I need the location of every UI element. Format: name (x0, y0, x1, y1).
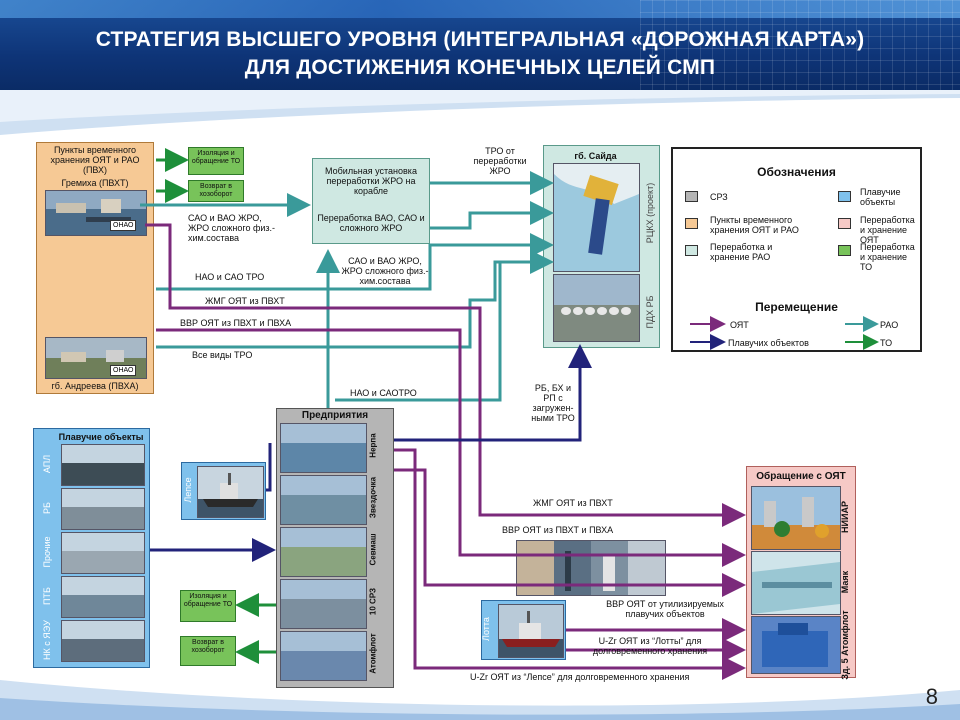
pdkh-rb-photo (553, 274, 640, 342)
label-vvr-right: ВВР ОЯТ из ПВХТ и ПВХА (502, 525, 614, 535)
return-economy-box-bottom: Возврат в хозоборот (180, 636, 236, 666)
label-nao-sao-tro-bottom: НАО и САОТРО (350, 388, 417, 398)
label-all-tro: Все виды ТРО (192, 350, 253, 360)
label-sao-vao-2: САО и ВАО ЖРО, ЖРО сложного физ.-хим.сос… (341, 256, 429, 286)
floating-object-photo (61, 576, 145, 618)
legend-storage: Пункты временного хранения ОЯТ и РАО (710, 215, 799, 235)
legend-oyat: Переработка и хранение ОЯТ (860, 215, 915, 245)
label-vvr-util: ВВР ОЯТ от утилизируемых плавучих объект… (606, 599, 724, 619)
enterprise-photo (280, 579, 367, 629)
decorative-swoosh-top (0, 90, 960, 135)
gremikha-label: Гремиха (ПВХТ) (61, 178, 129, 188)
label-zhmg-right: ЖМГ ОЯТ из ПВХТ (533, 498, 613, 508)
onao-tag-gremikha: ОНАО (110, 220, 137, 231)
legend-to: Переработка и хранение ТО (860, 242, 915, 272)
floating-object-photo (61, 444, 145, 486)
legend-swatch-oyat (838, 218, 851, 229)
page-number: 8 (925, 684, 938, 709)
label-sao-vao: САО и ВАО ЖРО, ЖРО сложного физ.-хим.сос… (188, 213, 276, 243)
legend-title: Обозначения (757, 165, 836, 179)
legend-swatch-to (838, 245, 851, 256)
storage-title: Пункты временного хранения ОЯТ и РАО (ПВ… (50, 145, 140, 175)
header-banner: СТРАТЕГИЯ ВЫСШЕГО УРОВНЯ (ИНТЕГРАЛЬНАЯ «… (0, 0, 960, 95)
label-uzr-lotta: U-Zr ОЯТ из “Лотты” для долговременного … (592, 636, 708, 656)
legend-mv-to: ТО (880, 338, 893, 348)
legend-srz: СРЗ (710, 192, 728, 202)
floating-object-photo (61, 488, 145, 530)
label-nao-sao-tro-top: НАО и САО ТРО (195, 272, 265, 282)
saida-title: гб. Сайда (574, 151, 617, 161)
andreeva-label: гб. Андреева (ПВХА) (51, 381, 139, 391)
legend-movement-title: Перемещение (755, 300, 838, 314)
label-tro-from: ТРО от переработки ЖРО (473, 146, 527, 176)
legend-swatch-storage (685, 218, 698, 229)
legend-mv-oyat: ОЯТ (730, 320, 749, 330)
onao-tag-andreeva: ОНАО (110, 365, 137, 376)
floating-object-photo (61, 532, 145, 574)
label-rb-bkh: РБ, БХ и РП с загружен-ными ТРО (531, 383, 575, 423)
page-title-line-2: ДЛЯ ДОСТИЖЕНИЯ КОНЕЧНЫХ ЦЕЛЕЙ СМП (244, 56, 716, 79)
niiar-photo (751, 486, 841, 550)
decorative-swoosh-bottom (0, 680, 960, 720)
mobile-unit-label-1: Мобильная установка переработки ЖРО на к… (325, 166, 417, 196)
mobile-unit-label-2: Переработка ВАО, САО и сложного ЖРО (317, 213, 425, 233)
legend-swatch-floating (838, 191, 851, 202)
return-economy-box-top: Возврат в хозоборот (188, 180, 244, 202)
enterprises-title: Предприятия (301, 410, 369, 421)
isolation-to-box-bottom: Изоляция и обращение ТО (180, 590, 236, 622)
legend-mv-rao: РАО (880, 320, 899, 330)
floating-objects-title: Плавучие объекты (58, 432, 144, 442)
enterprise-photo (280, 527, 367, 577)
mayak-photo (751, 551, 841, 615)
atomflot-building-photo (751, 616, 841, 674)
label-zhmg: ЖМГ ОЯТ из ПВХТ (205, 296, 285, 306)
header-grid-pattern (640, 0, 960, 95)
isolation-to-box-top: Изоляция и обращение ТО (188, 147, 244, 175)
legend-swatch-rao (685, 245, 698, 256)
lepse-ship-photo (197, 466, 264, 518)
mobile-processing-unit (312, 158, 430, 244)
enterprise-photo (280, 631, 367, 681)
label-vvr: ВВР ОЯТ из ПВХТ и ПВХА (180, 318, 292, 328)
enterprise-photo (280, 423, 367, 473)
legend-mv-floating: Плавучих объектов (728, 338, 809, 348)
floating-object-photo (61, 620, 145, 662)
enterprise-photo (280, 475, 367, 525)
label-uzr-lepse: U-Zr ОЯТ из “Лепсе” для долговременного … (470, 672, 690, 682)
lotta-ship-photo (498, 604, 564, 658)
header-highlight-band (0, 0, 960, 18)
legend-swatch-srz (685, 191, 698, 202)
legend-floating: Плавучие объекты (860, 187, 901, 207)
legend-rao: Переработка и хранение РАО (710, 242, 773, 262)
page-title-line-1: СТРАТЕГИЯ ВЫСШЕГО УРОВНЯ (ИНТЕГРАЛЬНАЯ «… (95, 28, 865, 51)
oyat-handling-title: Обращение с ОЯТ (756, 471, 846, 482)
